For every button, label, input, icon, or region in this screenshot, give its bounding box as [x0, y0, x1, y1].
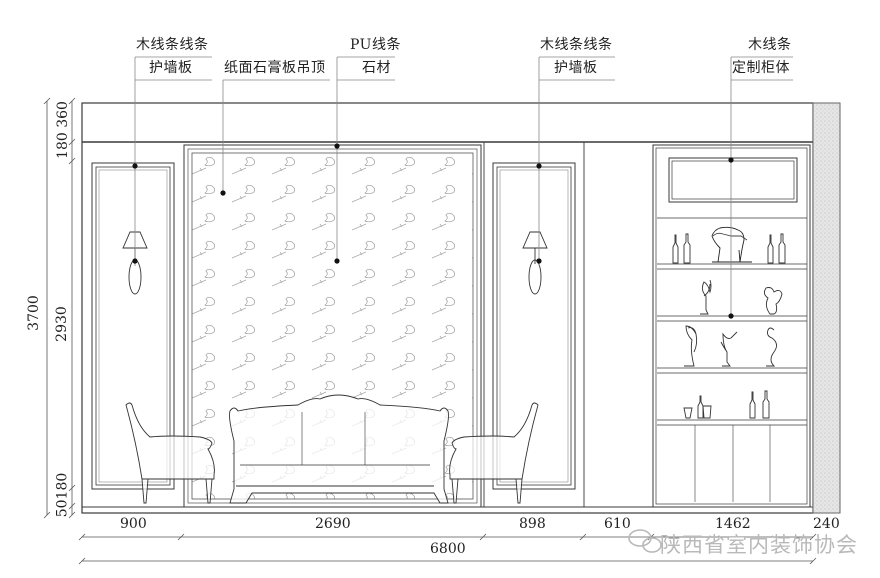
armchair-left — [125, 402, 215, 504]
callout-right-wainscot-line1: 木线条线条 — [540, 37, 613, 53]
callout-cabinet-line2: 定制柜体 — [732, 60, 790, 76]
vertical-dimension-lines — [43, 97, 76, 519]
callout-ceiling-line2: 纸面石膏板吊顶 — [224, 60, 326, 76]
callout-left-wainscot-line1: 木线条线条 — [136, 37, 209, 53]
dim-width-left-panel: 900 — [120, 516, 147, 532]
callout-center-stone-line2: 石材 — [362, 60, 391, 76]
armchair-right — [449, 402, 539, 504]
wechat-icon — [628, 529, 662, 553]
right-wainscot-panel — [483, 142, 585, 507]
cabinet-decor — [672, 226, 786, 419]
dim-width-wall: 240 — [813, 516, 840, 532]
dim-wall-panel-height: 2930 — [53, 306, 70, 342]
callout-leaders — [132, 56, 793, 319]
dim-width-gap: 610 — [604, 516, 631, 532]
watermark-text: 陕西省室内装饰协会 — [660, 533, 858, 557]
dim-width-center-panel: 2690 — [315, 516, 351, 532]
structural-wall — [812, 102, 841, 514]
dim-width-cabinet: 1462 — [715, 516, 751, 532]
callout-right-wainscot-line2: 护墙板 — [554, 60, 598, 76]
horizontal-dimension-lines — [78, 533, 817, 565]
dim-total-height: 3700 — [25, 295, 42, 331]
dim-top-segments: 180 360 — [54, 101, 71, 159]
dim-width-right-panel: 898 — [519, 516, 546, 532]
display-cabinet — [652, 144, 811, 508]
dim-bottom-segments: 50180 — [54, 472, 71, 518]
callout-cabinet-line1: 木线条 — [748, 37, 792, 53]
callout-left-wainscot-line2: 护墙板 — [149, 60, 193, 76]
wall-sconce-right — [522, 231, 548, 295]
callout-center-stone-line1: PU线条 — [350, 37, 401, 53]
dim-total-width: 6800 — [430, 541, 466, 557]
sofa — [229, 394, 449, 504]
